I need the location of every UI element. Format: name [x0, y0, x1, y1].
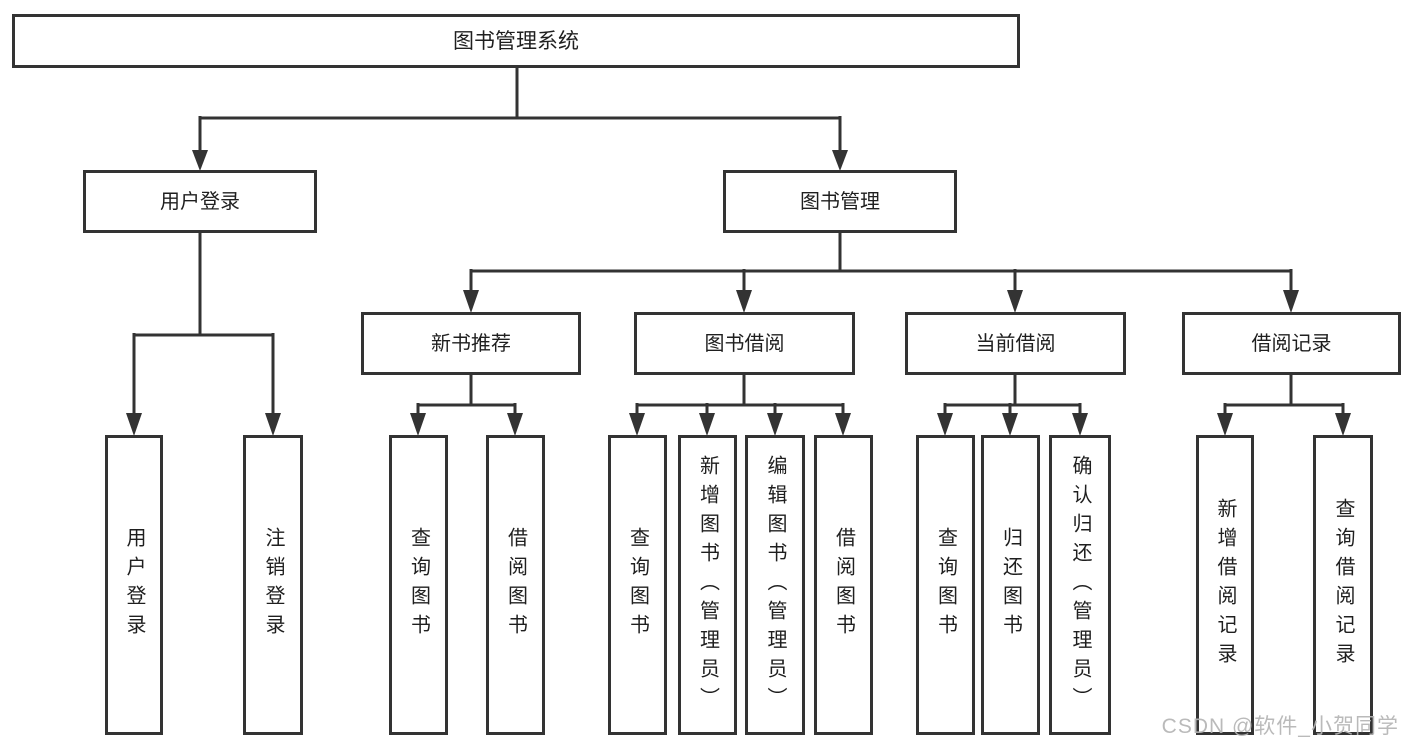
leaf-current-return-books-label: 归还图书	[999, 527, 1022, 643]
leaf-records-query-borrow-record: 查询借阅记录	[1313, 435, 1373, 735]
node-current-borrowing-label: 当前借阅	[975, 332, 1056, 355]
leaf-logout-label: 注销登录	[262, 527, 284, 643]
csdn-watermark: CSDN @软件_小贺同学	[1161, 715, 1399, 738]
node-new-book-recommend-label: 新书推荐	[431, 332, 511, 355]
leaf-records-add-borrow-record-label: 新增借阅记录	[1214, 498, 1236, 672]
leaf-borrow-borrow-books: 借阅图书	[814, 435, 873, 735]
node-user-login-label: 用户登录	[160, 190, 240, 213]
leaf-borrow-edit-books-admin: 编辑图书（管理员）	[745, 435, 805, 735]
leaf-records-query-borrow-record-label: 查询借阅记录	[1332, 498, 1354, 672]
node-book-management-label: 图书管理	[800, 190, 880, 213]
leaf-records-add-borrow-record: 新增借阅记录	[1196, 435, 1254, 735]
node-root-system-label: 图书管理系统	[453, 29, 579, 53]
node-borrow-records-label: 借阅记录	[1251, 332, 1332, 355]
leaf-borrow-query-books: 查询图书	[608, 435, 667, 735]
leaf-user-login: 用户登录	[105, 435, 163, 735]
leaf-newbook-query-books-label: 查询图书	[407, 527, 430, 643]
leaf-current-return-books: 归还图书	[981, 435, 1040, 735]
node-book-management: 图书管理	[723, 170, 957, 233]
node-root-system: 图书管理系统	[12, 14, 1020, 68]
leaf-current-query-books-label: 查询图书	[934, 527, 957, 643]
node-book-borrowing-label: 图书借阅	[704, 332, 785, 355]
leaf-newbook-borrow-books: 借阅图书	[486, 435, 545, 735]
leaf-user-login-label: 用户登录	[123, 527, 145, 643]
leaf-current-confirm-return-admin-label: 确认归还（管理员）	[1069, 454, 1091, 716]
leaf-newbook-query-books: 查询图书	[389, 435, 448, 735]
leaf-current-query-books: 查询图书	[916, 435, 975, 735]
leaf-borrow-borrow-books-label: 借阅图书	[832, 527, 855, 643]
node-user-login: 用户登录	[83, 170, 317, 233]
leaf-borrow-add-books-admin: 新增图书（管理员）	[678, 435, 737, 735]
leaf-borrow-edit-books-admin-label: 编辑图书（管理员）	[764, 454, 786, 716]
leaf-borrow-add-books-admin-label: 新增图书（管理员）	[696, 454, 719, 716]
node-current-borrowing: 当前借阅	[905, 312, 1126, 375]
node-book-borrowing: 图书借阅	[634, 312, 855, 375]
leaf-borrow-query-books-label: 查询图书	[626, 527, 649, 643]
leaf-current-confirm-return-admin: 确认归还（管理员）	[1049, 435, 1111, 735]
node-borrow-records: 借阅记录	[1182, 312, 1401, 375]
node-new-book-recommend: 新书推荐	[361, 312, 581, 375]
leaf-logout: 注销登录	[243, 435, 303, 735]
leaf-newbook-borrow-books-label: 借阅图书	[504, 527, 527, 643]
